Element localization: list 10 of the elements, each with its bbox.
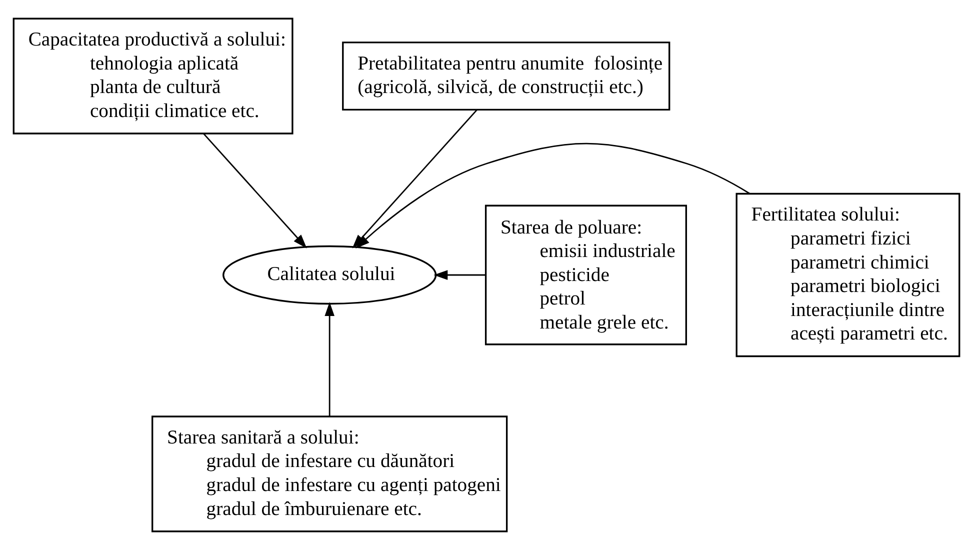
node-ellipse: Calitatea solului: [222, 245, 437, 305]
node-box: Capacitatea productivă a solului: tehnologia aplicată planta de cultură condiții climatice etc.: [12, 18, 294, 134]
node-box: Starea de poluare: emisii industriale pesticide petrol metale grele etc.: [484, 204, 687, 346]
arrow: [324, 302, 334, 416]
node-box: Pretabilitatea pentru anumite folosințe (agricolă, silvică, de construcții etc.): [342, 42, 670, 111]
node-box: Fertilitatea solului: parametri fizici parametri chimici parametri biologici interacțiunile dintre acești parametri etc.: [736, 192, 960, 358]
node-box: Starea sanitară a solului: gradul de infestare cu dăunători gradul de infestare cu agenți patogeni gradul de îmburuienare etc.: [152, 416, 508, 532]
arrow: [203, 133, 307, 248]
arrow: [434, 270, 486, 280]
arrow: [356, 142, 750, 249]
